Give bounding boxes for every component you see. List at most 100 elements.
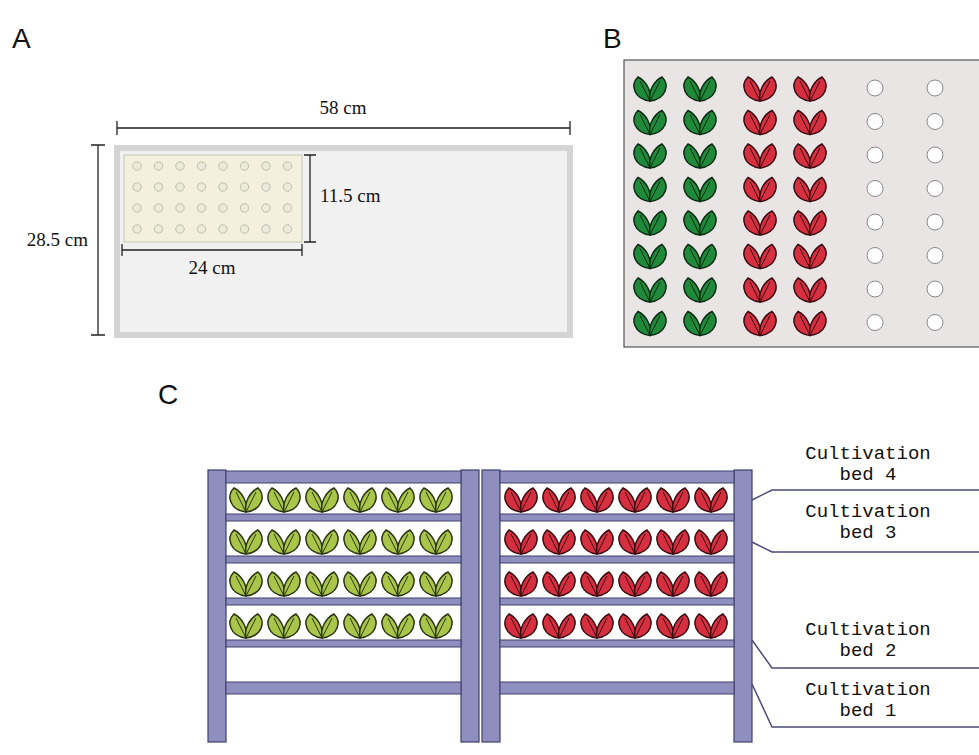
plug-hole xyxy=(197,204,205,212)
empty-cell xyxy=(927,80,943,96)
empty-cell xyxy=(867,114,883,130)
plant xyxy=(543,572,575,596)
bed-label: Cultivation bed 2 xyxy=(793,620,943,662)
seedling xyxy=(744,144,776,168)
dimension-label: 28.5 cm xyxy=(27,230,88,251)
plant xyxy=(695,530,727,554)
plug-hole xyxy=(176,162,184,170)
shelf-bar xyxy=(226,471,461,483)
empty-cell xyxy=(867,181,883,197)
plant xyxy=(543,614,575,638)
seedling xyxy=(634,144,666,168)
plant xyxy=(420,572,452,596)
plant xyxy=(581,614,613,638)
seedling xyxy=(634,278,666,302)
dimension-label: 24 cm xyxy=(189,258,236,279)
shelf-post xyxy=(208,470,226,742)
empty-cell xyxy=(927,214,943,230)
plant xyxy=(306,614,338,638)
seedling xyxy=(794,278,826,302)
plug-hole xyxy=(283,162,291,170)
seedling xyxy=(634,245,666,269)
seedling xyxy=(684,178,716,202)
plug-hole xyxy=(283,225,291,233)
empty-cell xyxy=(867,80,883,96)
plug-hole xyxy=(154,162,162,170)
plug-hole xyxy=(219,183,227,191)
shelf-post xyxy=(734,470,752,742)
plant xyxy=(657,614,689,638)
seedling xyxy=(684,111,716,135)
shelf-bar xyxy=(500,556,734,563)
plant xyxy=(230,614,262,638)
plant xyxy=(382,488,414,512)
plant xyxy=(344,530,376,554)
plant xyxy=(657,488,689,512)
seedling xyxy=(744,77,776,101)
plant xyxy=(695,488,727,512)
plant xyxy=(306,488,338,512)
seedling xyxy=(744,211,776,235)
plant xyxy=(581,530,613,554)
bed-label: Cultivation bed 4 xyxy=(793,444,943,486)
seedling xyxy=(684,77,716,101)
seedling xyxy=(634,312,666,336)
seedling xyxy=(634,211,666,235)
plug-hole xyxy=(240,162,248,170)
plug-hole xyxy=(262,183,270,191)
plant xyxy=(306,572,338,596)
plant xyxy=(268,572,300,596)
plant xyxy=(619,488,651,512)
shelf-bar xyxy=(500,682,734,694)
empty-cell xyxy=(927,248,943,264)
plant xyxy=(382,614,414,638)
dimension-label: 58 cm xyxy=(320,98,367,119)
plant xyxy=(695,614,727,638)
plug-hole xyxy=(133,225,141,233)
shelf-bar xyxy=(226,682,461,694)
plant xyxy=(420,614,452,638)
empty-cell xyxy=(927,181,943,197)
seedling xyxy=(684,312,716,336)
plug-hole xyxy=(262,225,270,233)
empty-cell xyxy=(867,315,883,331)
plug-hole xyxy=(197,225,205,233)
empty-cell xyxy=(867,147,883,163)
plant xyxy=(581,572,613,596)
plant xyxy=(306,530,338,554)
dimension-label: 11.5 cm xyxy=(320,186,381,207)
plug-hole xyxy=(240,225,248,233)
plant xyxy=(581,488,613,512)
plant xyxy=(382,572,414,596)
plug-hole xyxy=(197,183,205,191)
plug-hole xyxy=(219,204,227,212)
plant xyxy=(619,530,651,554)
empty-cell xyxy=(867,248,883,264)
plant xyxy=(382,530,414,554)
shelf-bar xyxy=(226,556,461,563)
seedling xyxy=(744,245,776,269)
shelf-bar xyxy=(226,640,461,647)
shelf-bar xyxy=(226,514,461,521)
plug-hole xyxy=(262,204,270,212)
seedling xyxy=(794,178,826,202)
shelf-bar xyxy=(500,471,734,483)
plant xyxy=(268,614,300,638)
plant xyxy=(505,614,537,638)
seedling xyxy=(794,144,826,168)
plant xyxy=(505,530,537,554)
plant xyxy=(505,572,537,596)
plant xyxy=(344,488,376,512)
shelf-post xyxy=(461,470,479,742)
seedling xyxy=(794,211,826,235)
shelf-bar xyxy=(500,598,734,605)
empty-cell xyxy=(927,315,943,331)
plug-hole xyxy=(133,204,141,212)
plant xyxy=(230,530,262,554)
bed-label: Cultivation bed 3 xyxy=(793,502,943,544)
plug-hole xyxy=(154,204,162,212)
plant xyxy=(268,488,300,512)
empty-cell xyxy=(927,147,943,163)
panel-letter: A xyxy=(12,24,31,55)
